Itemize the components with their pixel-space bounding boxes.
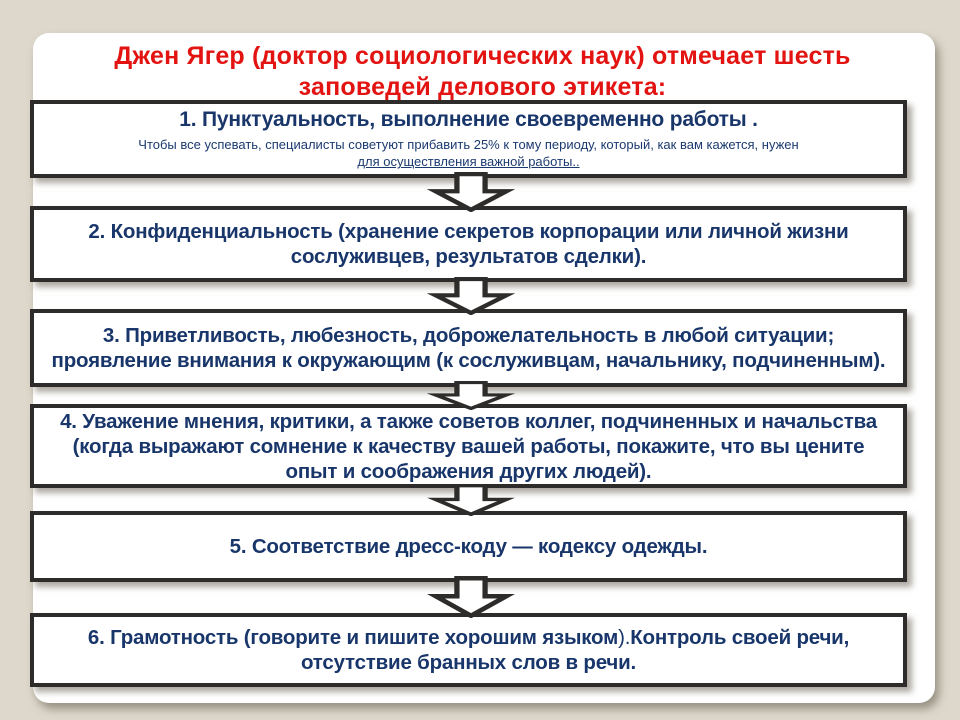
down-arrow-icon [427,172,515,212]
down-arrow-icon [427,484,515,516]
etiquette-box-4: 4. Уважение мнения, критики, а также сов… [30,404,907,488]
down-arrow-icon [427,277,515,315]
box-3-heading: 3. Приветливость, любезность, доброжелат… [51,324,886,372]
box-1-note: Чтобы все успевать, специалисты советуют… [48,136,889,171]
box-6-heading-paren: ). [618,626,631,649]
down-arrow-icon [427,381,515,410]
box-6-heading-part1: 6. Грамотность (говорите и пишите хороши… [87,626,619,649]
etiquette-box-2: 2. Конфиденциальность (хранение секретов… [30,206,907,282]
box-6-heading-part2: Контроль своей речи, отсутствие бранных … [301,626,850,674]
box-6-heading: 6. Грамотность (говорите и пишите хороши… [48,625,889,675]
box-1-heading: 1. Пунктуальность, выполнение своевремен… [179,108,758,132]
box-5-heading: 5. Соответствие дресс-коду — кодексу оде… [229,535,708,558]
box-1-note-line2: для осуществления важной работы.. [357,154,580,170]
etiquette-box-1: 1. Пунктуальность, выполнение своевремен… [30,100,907,178]
etiquette-box-3: 3. Приветливость, любезность, доброжелат… [30,309,907,387]
box-2-heading: 2. Конфиденциальность (хранение секретов… [88,220,849,268]
box-4-heading: 4. Уважение мнения, критики, а также сов… [60,409,877,483]
slide-title: Джен Ягер (доктор социологических наук) … [114,42,851,101]
etiquette-box-5: 5. Соответствие дресс-коду — кодексу оде… [30,511,907,582]
down-arrow-icon [427,576,515,618]
box-1-note-line1: Чтобы все успевать, специалисты советуют… [138,136,799,152]
etiquette-box-6: 6. Грамотность (говорите и пишите хороши… [30,613,907,687]
